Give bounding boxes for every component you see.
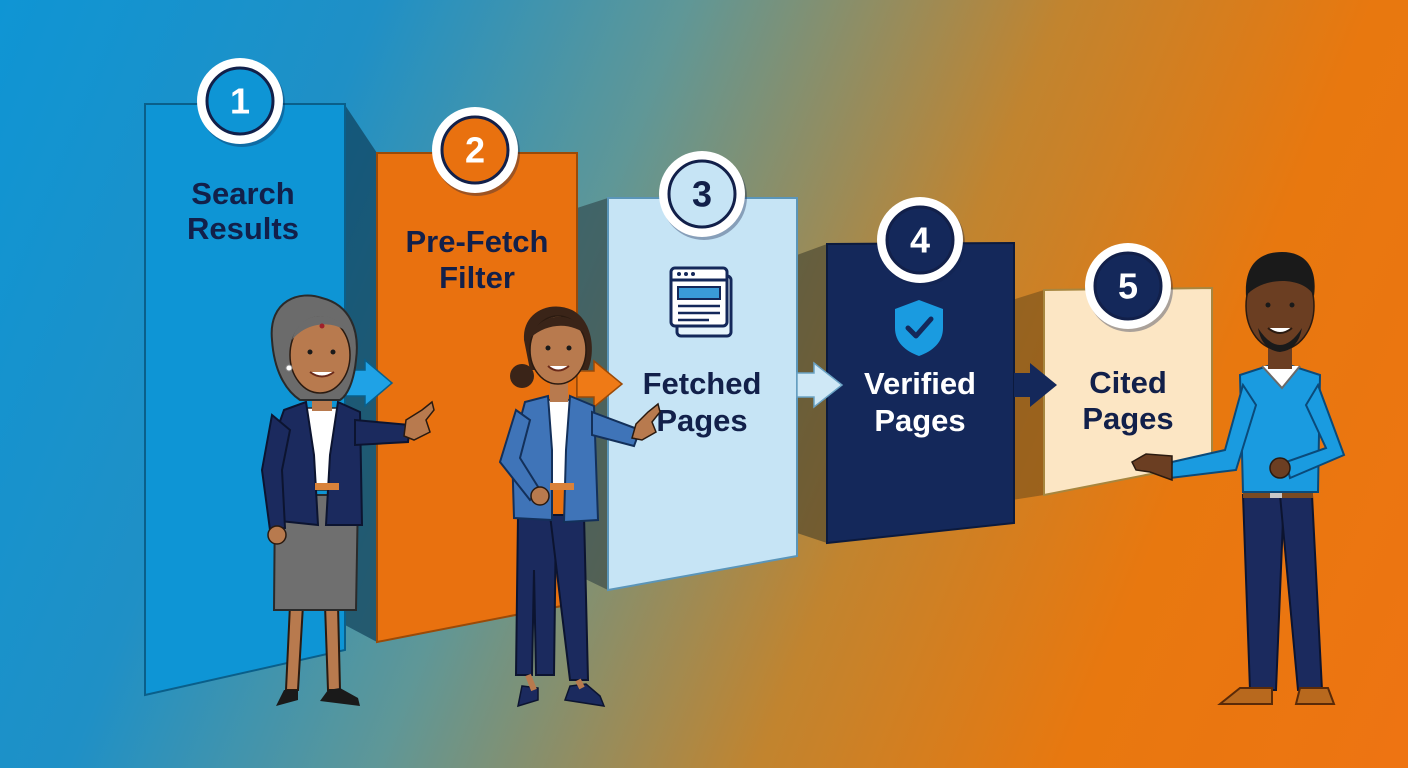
step-5-badge: 5 [1085, 243, 1173, 332]
step-4-number: 4 [910, 220, 930, 261]
step-2-label-line1: Pre-Fetch [406, 224, 549, 259]
step-1-label-line2: Results [187, 211, 299, 246]
step-5-label-line2: Pages [1082, 401, 1173, 436]
arrow-3-to-4 [796, 361, 844, 409]
step-3-label-line1: Fetched [643, 366, 762, 401]
arrow-4-to-5 [1014, 363, 1057, 407]
shield-check-icon [895, 300, 943, 356]
presenter-woman-middle [498, 306, 661, 708]
step-1-badge: 1 [197, 58, 285, 147]
step-2-label-line2: Filter [439, 260, 515, 295]
step-5-number: 5 [1118, 266, 1138, 307]
step-4-badge: 4 [877, 197, 965, 286]
step-2-badge: 2 [432, 107, 520, 196]
presenter-woman-left [260, 294, 435, 706]
step-3-label-line2: Pages [656, 403, 747, 438]
step-4-label-line1: Verified [864, 366, 976, 401]
step-2-number: 2 [465, 130, 485, 171]
step-3-number: 3 [692, 174, 712, 215]
presenter-man-right [1131, 252, 1346, 705]
step-4-label-line2: Pages [874, 403, 965, 438]
step-1-label-line1: Search [191, 176, 294, 211]
arrow-1-to-2 [345, 358, 394, 408]
step-3-badge: 3 [659, 151, 747, 240]
step-5-label-line1: Cited [1089, 365, 1167, 400]
step-1-number: 1 [230, 81, 250, 122]
arrow-2-to-3 [576, 359, 624, 409]
browser-window-icon [669, 266, 733, 338]
